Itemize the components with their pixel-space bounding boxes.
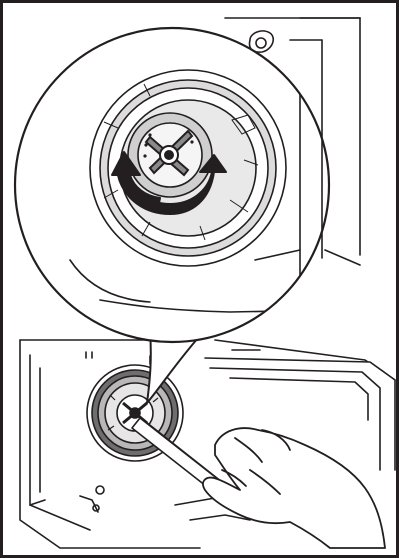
drain-filter-illustration: [0, 0, 399, 558]
illustration-frame: [0, 0, 399, 558]
